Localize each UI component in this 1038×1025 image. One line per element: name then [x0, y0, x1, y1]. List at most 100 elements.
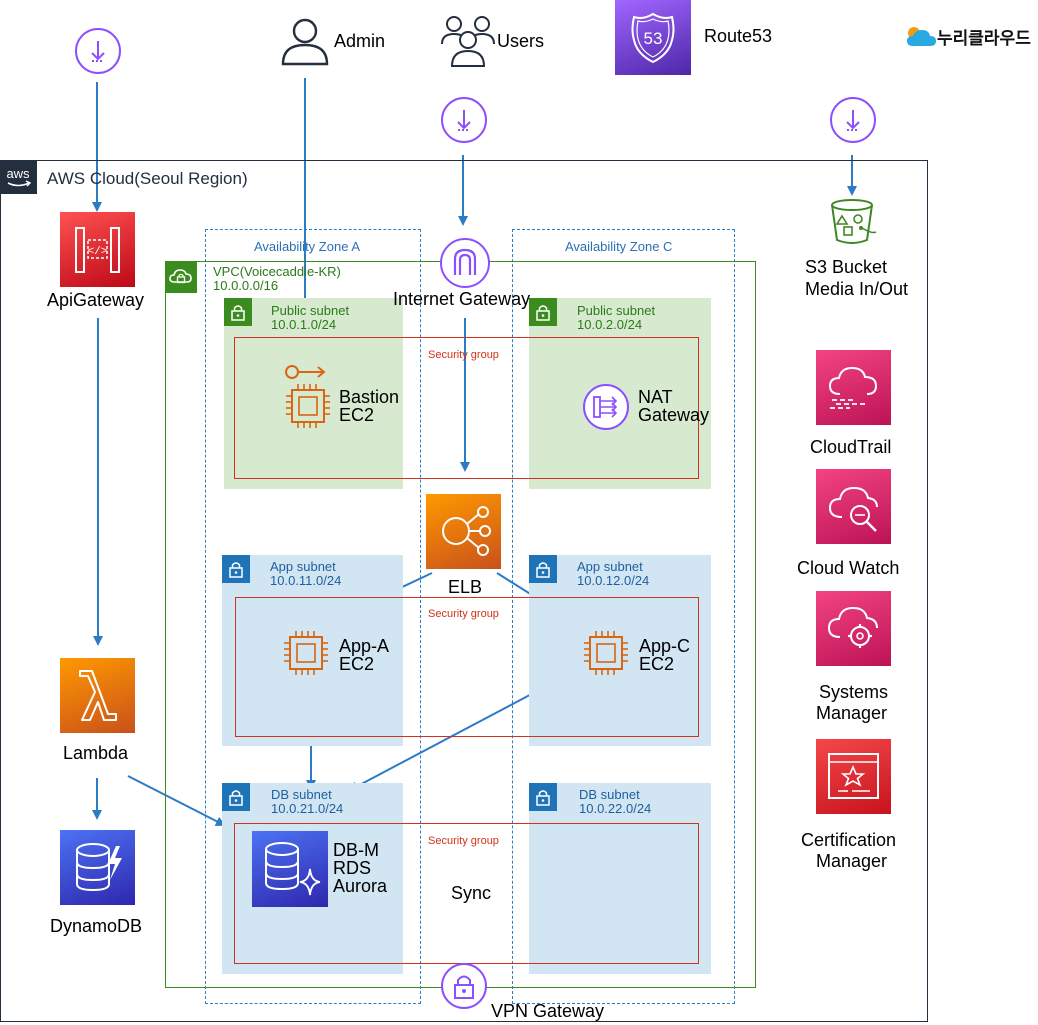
internet-gateway-label: Internet Gateway [393, 289, 531, 309]
db-subnet-c-cidr: 10.0.22.0/24 [579, 801, 652, 816]
aws-badge-text: aws [6, 166, 30, 181]
security-group-public [234, 337, 699, 479]
rds-aurora-icon [265, 842, 321, 896]
db-subnet-c-lock-icon [529, 783, 557, 811]
lambda-label: Lambda [63, 743, 129, 763]
app-a-label-line1: App-A [339, 636, 390, 656]
route53-tile: 53 [615, 0, 691, 75]
route53-label: Route53 [704, 26, 773, 46]
cloudwatch-tile [816, 469, 891, 544]
logo-text: 누리클라우드 [937, 29, 1031, 49]
vpc-cidr: 10.0.0.0/16 [213, 278, 279, 293]
apigateway-icon: </> [75, 227, 120, 273]
cloudwatch-icon [828, 486, 878, 532]
internet-gateway-icon [440, 238, 490, 288]
cloudwatch-label: Cloud Watch [797, 558, 900, 578]
public-subnet-a [224, 298, 403, 489]
vpc-name: VPC(Voicecaddie-KR) [213, 264, 341, 279]
nat-label-line2: Gateway [638, 405, 710, 425]
inbound-web-target-icon [441, 97, 487, 143]
bastion-label-line2: EC2 [339, 405, 375, 425]
db-subnet-a-title: DB subnet [271, 787, 332, 802]
svg-text:</>: </> [88, 246, 108, 258]
public-subnet-c-cidr: 10.0.2.0/24 [577, 317, 643, 332]
public-subnet-c-lock-icon [529, 298, 557, 326]
app-a-ec2-icon [284, 631, 328, 675]
route53-shield-icon: 53 [631, 12, 675, 64]
systems-manager-icon [827, 606, 878, 648]
rds-aurora-tile [252, 831, 328, 907]
availability-zone-a-title: Availability Zone A [254, 239, 360, 254]
elb-tile [426, 494, 501, 569]
aws-badge: aws [0, 160, 37, 194]
elb-icon [442, 506, 491, 556]
certificate-manager-label-line2: Manager [816, 851, 888, 871]
arrow-lambda-to-db [127, 775, 226, 826]
bastion-label-line1: Bastion [339, 387, 400, 407]
app-subnet-c-cidr: 10.0.12.0/24 [577, 573, 650, 588]
aws-logo-icon: aws [6, 166, 32, 187]
app-subnet-c-lock-icon [529, 555, 557, 583]
vpc-cloud-lock-icon [169, 269, 192, 284]
public-subnet-a-title: Public subnet [271, 303, 350, 318]
db-label-line3: Aurora [333, 876, 388, 896]
app-c-label-line1: App-C [639, 636, 691, 656]
security-group-public-label: Security group [428, 349, 499, 361]
lambda-tile [60, 658, 135, 733]
inbound-s3-target-icon [830, 97, 876, 143]
security-group-app [235, 597, 699, 737]
elb-label: ELB [448, 577, 483, 597]
public-subnet-a-lock-icon [224, 298, 252, 326]
app-c-label-line2: EC2 [639, 654, 675, 674]
availability-zone-c [512, 229, 735, 1004]
nat-label-line1: NAT [638, 387, 673, 407]
db-subnet-a-cidr: 10.0.21.0/24 [271, 801, 344, 816]
apigateway-tile: </> [60, 212, 135, 287]
db-subnet-a-lock-icon [222, 783, 250, 811]
dynamodb-label: DynamoDB [50, 916, 143, 936]
public-subnet-c-title: Public subnet [577, 303, 656, 318]
cloudtrail-label: CloudTrail [810, 437, 892, 457]
vpc-badge [165, 261, 197, 293]
vpn-gateway-icon [441, 963, 487, 1009]
admin-label: Admin [334, 31, 386, 51]
availability-zone-c-title: Availability Zone C [565, 239, 673, 254]
app-subnet-a-title: App subnet [270, 559, 336, 574]
s3-label-line1: S3 Bucket [805, 257, 888, 277]
db-label-line1: DB-M [333, 840, 379, 860]
logo-cloud-icon [907, 27, 936, 46]
security-group-db-label: Security group [428, 835, 499, 847]
app-subnet-a-lock-icon [222, 555, 250, 583]
security-group-app-label: Security group [428, 608, 499, 620]
db-label-line2: RDS [333, 858, 372, 878]
nat-gateway-icon [583, 384, 629, 430]
aws-cloud-title: AWS Cloud(Seoul Region) [47, 169, 248, 188]
lambda-icon [79, 670, 117, 721]
app-subnet-c [529, 555, 711, 746]
public-subnet-a-cidr: 10.0.1.0/24 [271, 317, 337, 332]
apigateway-label: ApiGateway [47, 290, 145, 310]
admin-user-icon [281, 18, 329, 66]
db-subnet-c [529, 783, 711, 974]
svg-text:53: 53 [644, 29, 663, 48]
availability-zone-a [205, 229, 421, 1004]
s3-bucket-icon [831, 199, 877, 244]
nuri-cloud-logo: 누리클라우드 [905, 22, 1031, 56]
bastion-ec2-icon [285, 365, 330, 428]
app-a-label-line2: EC2 [339, 654, 375, 674]
cloudtrail-tile [816, 350, 891, 425]
certificate-manager-tile [816, 739, 891, 814]
certificate-manager-label-line1: Certification [801, 830, 897, 850]
users-group-icon [441, 16, 495, 67]
certificate-manager-icon [828, 753, 879, 799]
systems-manager-tile [816, 591, 891, 666]
systems-manager-label-line2: Manager [816, 703, 888, 723]
app-subnet-a-cidr: 10.0.11.0/24 [270, 573, 342, 588]
users-label: Users [497, 31, 545, 51]
cloudtrail-icon [828, 366, 878, 409]
dynamodb-tile [60, 830, 135, 905]
s3-label-line2: Media In/Out [805, 279, 909, 299]
dynamodb-icon [76, 843, 122, 892]
inbound-api-target-icon [75, 28, 121, 74]
sync-label: Sync [451, 883, 492, 903]
